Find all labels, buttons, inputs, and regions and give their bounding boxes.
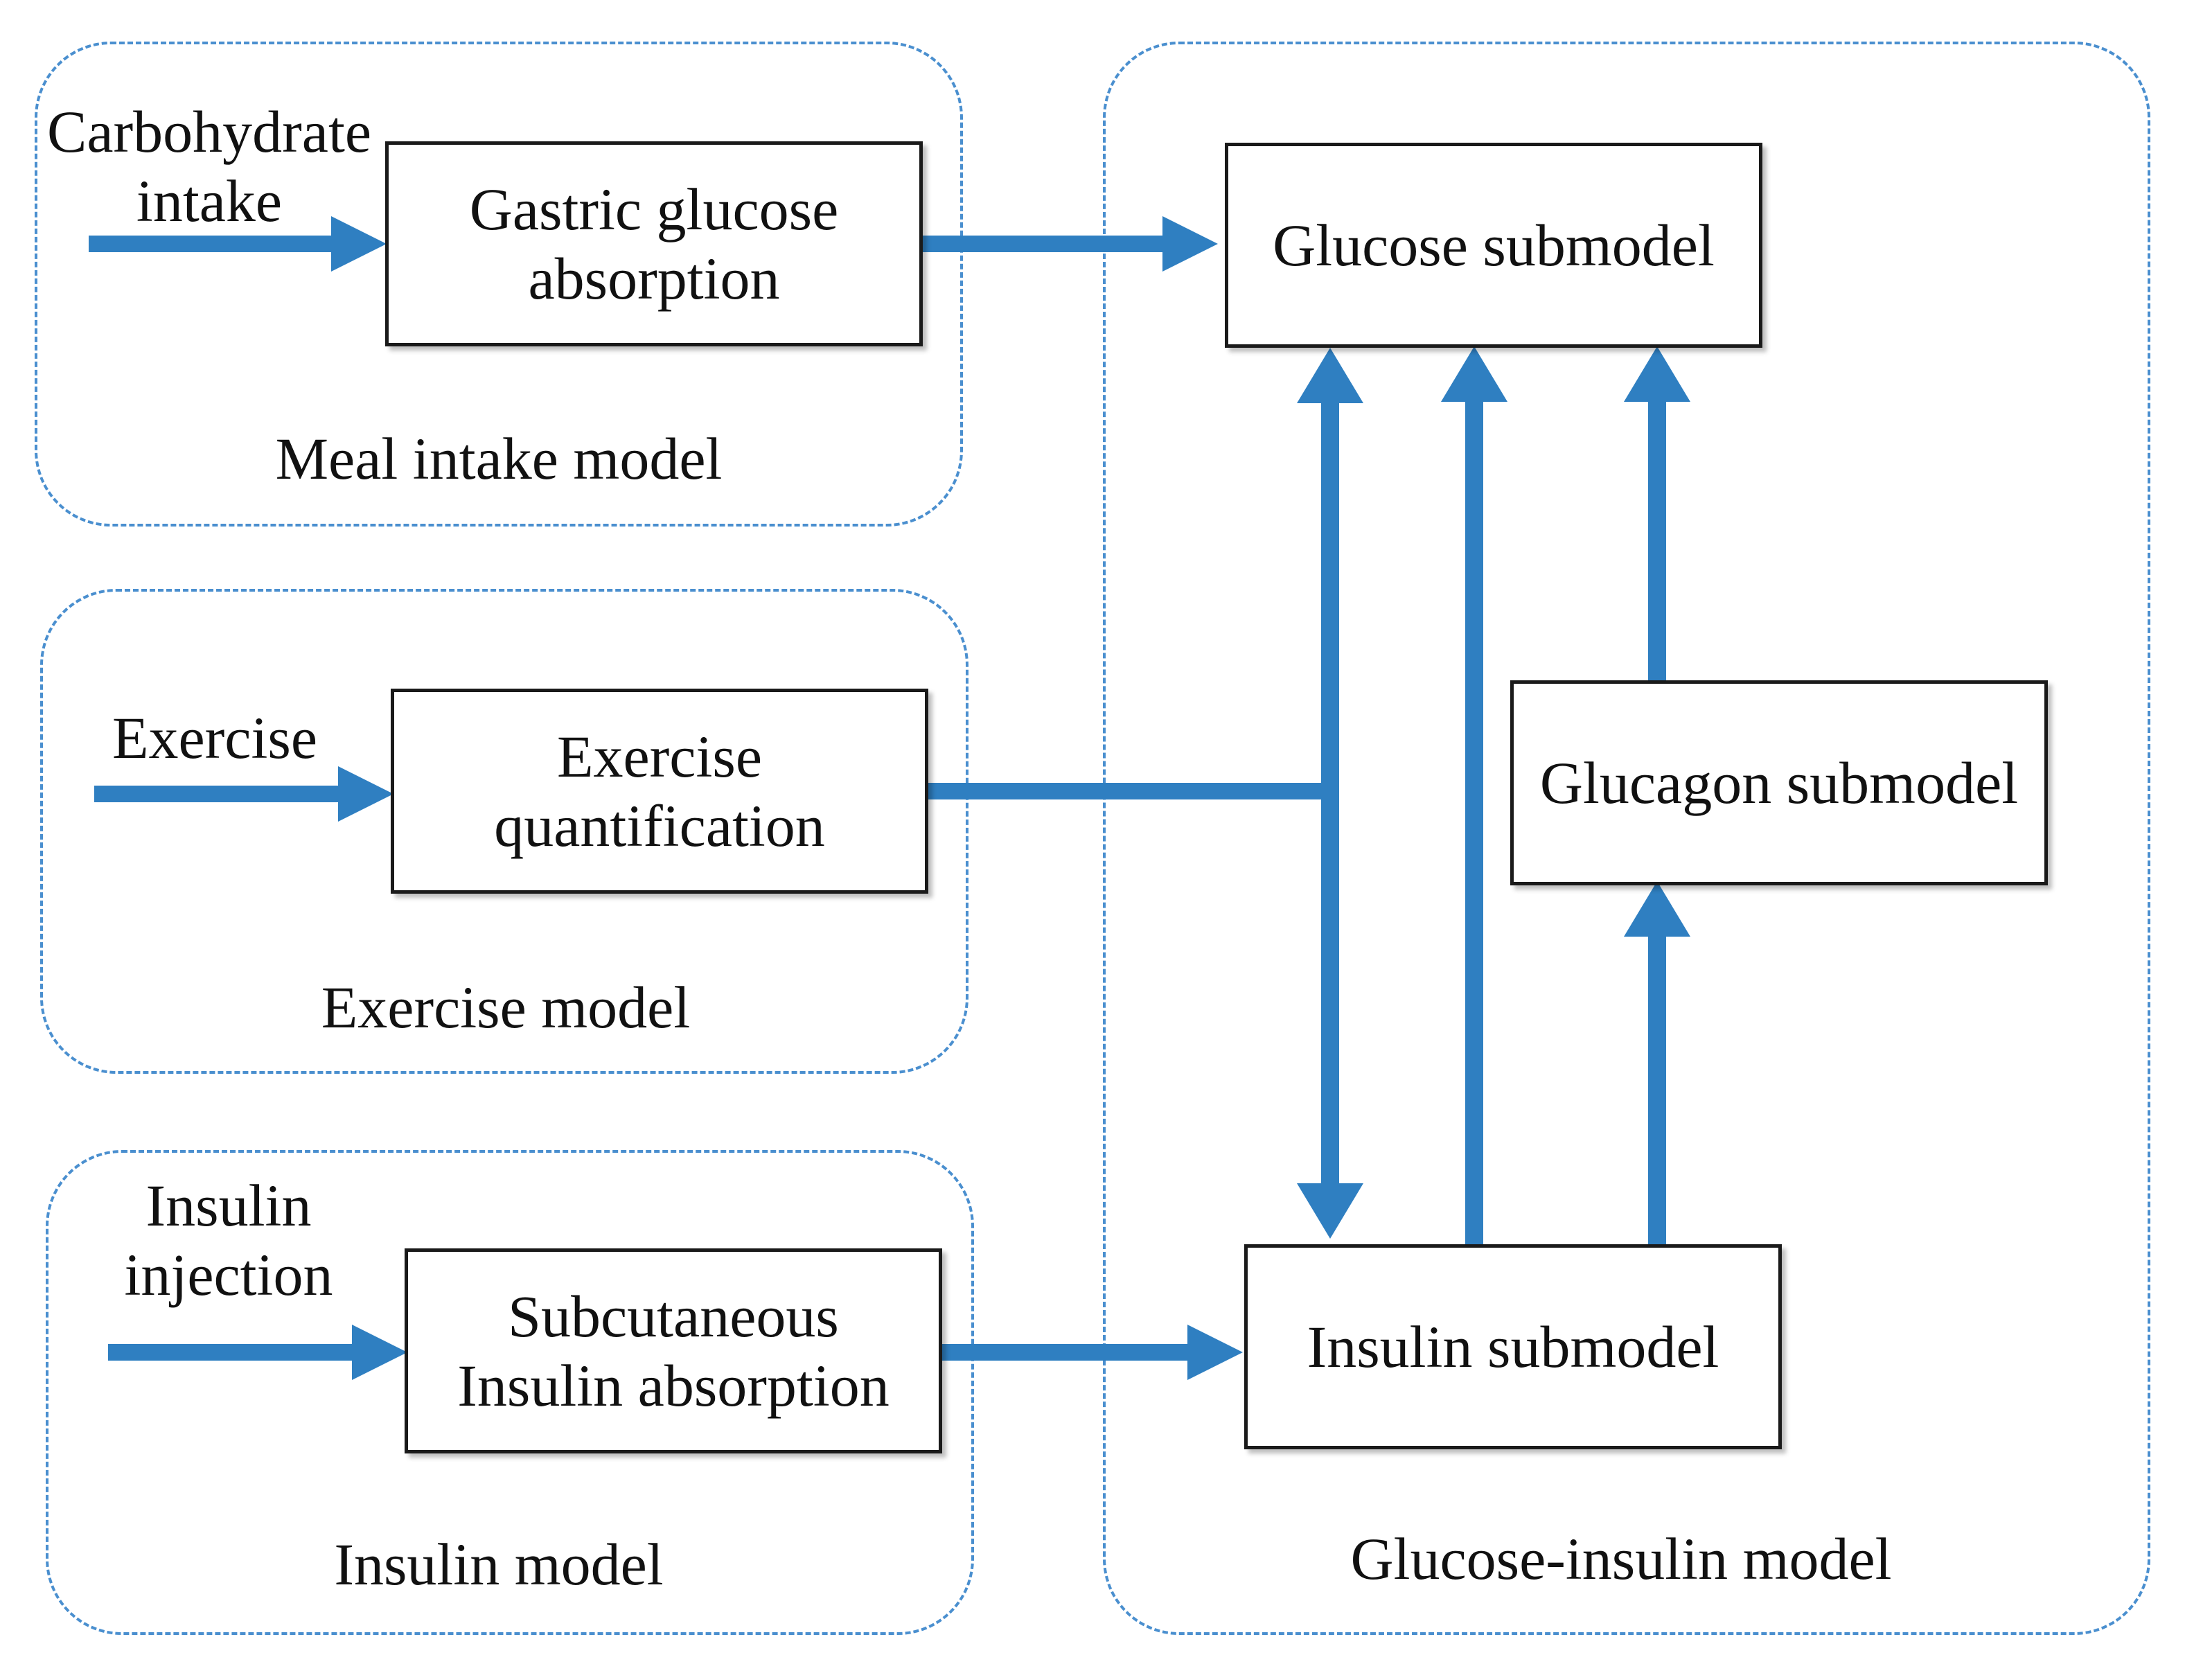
insulin-injection-line2: injection <box>124 1241 333 1308</box>
meal-intake-group <box>35 42 963 527</box>
glucose-insulin-model-title: Glucose-insulin model <box>1350 1526 1892 1592</box>
arrow-insulin-to-glucagon <box>1624 881 1690 1247</box>
subcutaneous-line2: Insulin absorption <box>457 1352 890 1419</box>
subcutaneous-line1: Subcutaneous <box>508 1283 839 1350</box>
carbohydrate-intake-line1: Carbohydrate <box>46 98 372 165</box>
exercise-quantification-line1: Exercise <box>556 723 763 790</box>
exercise-quantification-block: Exercise quantification <box>391 689 928 894</box>
glucagon-submodel-block: Glucagon submodel <box>1510 680 2048 885</box>
arrow-carb-to-gastric <box>89 216 387 272</box>
insulin-model-title: Insulin model <box>334 1531 664 1598</box>
gastric-line2: absorption <box>528 245 780 312</box>
glucose-insulin-group <box>1103 42 2150 1635</box>
insulin-group <box>46 1150 974 1635</box>
subcutaneous-insulin-absorption-block: Subcutaneous Insulin absorption <box>405 1248 942 1453</box>
arrow-insulin-to-glucose <box>1441 346 1507 1247</box>
exercise-quantification-line2: quantification <box>494 793 825 859</box>
glucose-submodel-block: Glucose submodel <box>1225 143 1762 348</box>
exercise-group <box>40 589 968 1074</box>
insulin-injection-label: Insulin injection <box>104 1171 353 1309</box>
arrow-glucagon-to-glucose <box>1624 346 1690 682</box>
exercise-model-title: Exercise model <box>321 974 691 1041</box>
carbohydrate-intake-label: Carbohydrate intake <box>43 97 375 236</box>
insulin-injection-line1: Insulin <box>145 1172 312 1239</box>
arrow-gastric-to-glucose <box>921 216 1218 272</box>
insulin-submodel-block: Insulin submodel <box>1244 1244 1782 1449</box>
arrow-subq-to-insulin-submodel <box>942 1325 1243 1380</box>
gastric-line1: Gastric glucose <box>469 176 839 242</box>
arrow-insulin-injection-to-subq <box>108 1325 407 1380</box>
exercise-input-label: Exercise <box>112 705 318 771</box>
carbohydrate-intake-line2: intake <box>136 168 283 234</box>
arrow-glucose-insulin-bidirectional <box>1297 348 1363 1239</box>
gastric-glucose-absorption-block: Gastric glucose absorption <box>385 141 923 346</box>
meal-intake-model-title: Meal intake model <box>275 425 723 492</box>
arrow-exercise-to-quantification <box>94 766 393 822</box>
